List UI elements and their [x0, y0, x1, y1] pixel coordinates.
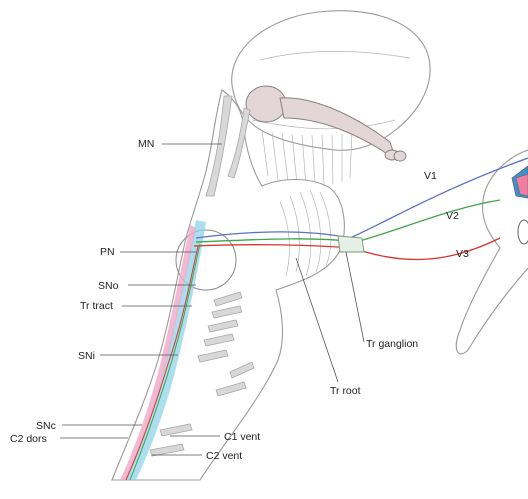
label-mn: MN	[138, 138, 154, 150]
label-tr-ganglion: Tr ganglion	[366, 338, 418, 350]
label-sni: SNi	[78, 350, 95, 362]
label-pn: PN	[100, 246, 115, 258]
face-ring	[518, 220, 528, 244]
tr-root-leader	[296, 258, 338, 382]
thalamus-oval	[246, 86, 286, 122]
label-c2-dors: C2 dors	[10, 433, 47, 445]
tube-end-2	[394, 151, 406, 161]
label-v2: V2	[446, 210, 459, 222]
label-c1-vent: C1 vent	[224, 431, 260, 443]
label-sno: SNo	[98, 280, 119, 292]
label-v1: V1	[424, 170, 437, 182]
label-v3: V3	[456, 248, 469, 260]
tr-ganglion-shape	[338, 236, 364, 252]
label-snc: SNc	[36, 420, 56, 432]
label-c2-vent: C2 vent	[206, 450, 242, 462]
label-tr-tract: Tr tract	[80, 300, 113, 312]
upper-brain	[232, 11, 430, 186]
label-tr-root: Tr root	[330, 385, 361, 397]
tr-ganglion-leader	[346, 252, 364, 342]
